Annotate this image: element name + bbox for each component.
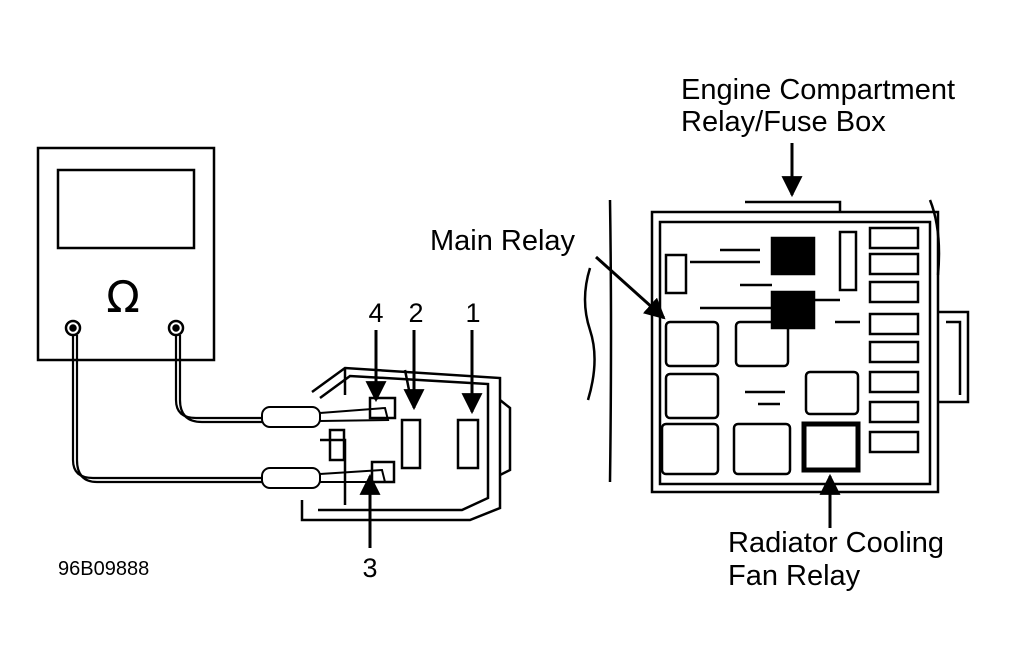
figure-code: 96B09888 [58,558,149,580]
fan-relay-label-line2: Fan Relay [728,560,861,592]
probe-lower [261,467,321,489]
meter-display [56,168,196,250]
fuse-left [664,253,688,295]
probe-upper [261,406,321,428]
fuse-box-outline [650,210,940,494]
test-leads [71,335,262,484]
meter-body [36,146,216,362]
fuse-center [838,230,858,292]
arrow-main-relay [594,255,666,320]
terminal-arrows [359,330,483,548]
terminal-2-slot [400,418,422,470]
fan-relay-label-line1: Radiator Cooling [728,527,944,559]
terminal-1-label: 1 [465,298,480,328]
ohm-symbol: Ω [106,272,140,323]
fuse-box [583,199,970,494]
fuse-box-arrows [594,143,841,528]
relay-connector [300,366,512,522]
lead-upper [174,335,262,420]
terminal-1-slot [456,418,480,470]
terminal-3-label: 3 [362,553,377,583]
small-relay-upper [770,236,816,276]
fuse-box-label-line2: Relay/Fuse Box [681,106,886,138]
main-relay-block [664,320,720,368]
terminal-3-slot [328,428,346,462]
main-relay-label: Main Relay [430,225,576,257]
terminal-4-label: 4 [368,298,383,328]
radiator-fan-relay-block [801,421,861,473]
fuse-box-label-line1: Engine Compartment [681,74,955,106]
ohmmeter [36,146,216,362]
lead-lower [71,335,262,480]
terminal-2-label: 2 [408,298,423,328]
